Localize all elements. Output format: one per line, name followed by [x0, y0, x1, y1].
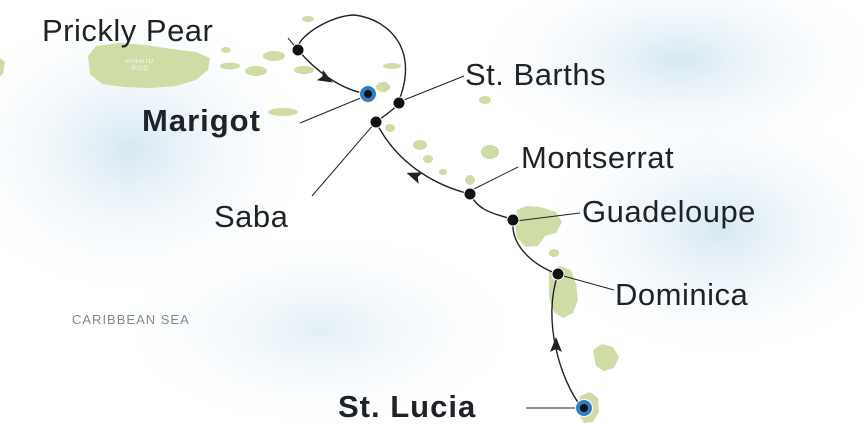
anguilla-island — [383, 63, 401, 69]
label-leader-line — [299, 96, 364, 124]
port-label-st-lucia: St. Lucia — [338, 389, 477, 424]
port-label-saba: Saba — [214, 199, 289, 234]
barbuda-island — [479, 96, 491, 104]
port-label-marigot: Marigot — [142, 103, 261, 138]
puerto-rico-island — [88, 43, 210, 88]
home-port-marker-center — [364, 90, 372, 98]
label-leader-line — [403, 75, 465, 101]
port-marker-icon — [291, 43, 305, 57]
stkitts-island — [439, 169, 447, 175]
saba-island — [385, 124, 395, 132]
port-label-prickly-pear: Prickly Pear — [42, 13, 214, 48]
nevis-island — [423, 155, 433, 163]
culebra-island — [221, 47, 231, 53]
port-marker-icon — [506, 213, 520, 227]
port-label-montserrat: Montserrat — [521, 140, 675, 175]
puerto-rico-label: PUERTO RICO — [126, 59, 154, 72]
port-label-st-barths: St. Barths — [465, 57, 607, 92]
st-croix-island — [268, 108, 298, 116]
port-marker-icon — [369, 115, 383, 129]
virgin-islands — [263, 51, 285, 61]
label-leader-line — [515, 212, 581, 222]
sea-shade — [100, 220, 540, 430]
home-port-marker-center — [580, 404, 588, 412]
label-leader-line — [473, 166, 519, 190]
marie-galante-island — [549, 249, 559, 257]
virgin-islands — [294, 66, 314, 74]
anegada-island — [302, 16, 314, 22]
martinique-island — [593, 344, 619, 371]
port-marker-icon — [551, 267, 565, 281]
sea-label: CARIBBEAN SEA — [72, 312, 190, 327]
direction-arrow-icon — [406, 172, 423, 184]
antigua-main — [481, 145, 499, 159]
label-leader-line — [559, 274, 615, 291]
label-leader-line — [311, 123, 375, 197]
direction-arrow-icon — [316, 69, 333, 83]
sea-shade — [520, 90, 864, 370]
port-label-dominica: Dominica — [615, 277, 749, 312]
port-marker-icon — [392, 96, 406, 110]
st-martin-island — [376, 82, 390, 92]
port-label-guadeloupe: Guadeloupe — [582, 194, 756, 229]
port-marker-icon — [463, 187, 477, 201]
virgin-islands — [245, 66, 267, 76]
direction-arrow-icon — [550, 337, 562, 352]
vieques-island — [220, 62, 240, 70]
antigua-island — [413, 140, 427, 150]
cruise-route — [287, 14, 615, 417]
montserrat-island — [465, 175, 475, 185]
west-edge-island — [0, 58, 5, 76]
